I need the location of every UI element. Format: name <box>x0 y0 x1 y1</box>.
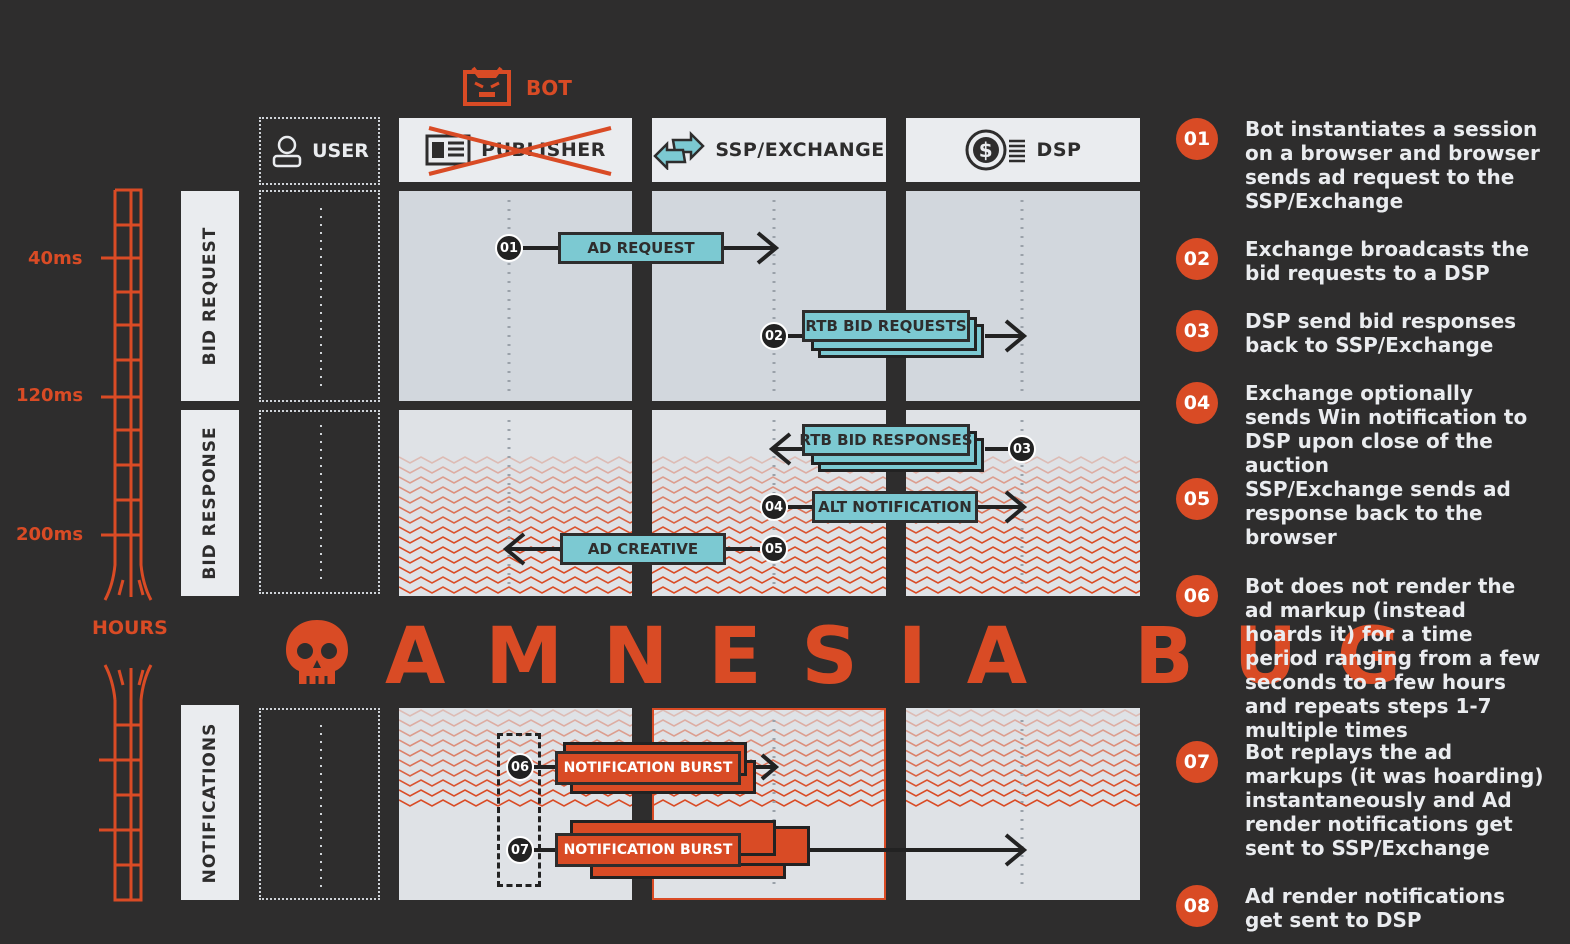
legend-text-01: Bot instantiates a session on a browser … <box>1245 117 1540 213</box>
dsp-lane-request <box>906 191 1140 401</box>
user-lane-response <box>259 410 380 594</box>
user-icon <box>272 135 302 168</box>
legend-text-04: Exchange optionally sends Win notificati… <box>1245 381 1528 477</box>
legend-text-08: Ad render notifications get sent to DSP <box>1245 884 1505 932</box>
legend-badge-01: 01 <box>1176 118 1218 160</box>
legend-text-07: Bot replays the ad markups (it was hoard… <box>1245 740 1544 860</box>
time-label-200ms: 200ms <box>16 524 84 545</box>
user-header: USER <box>259 117 380 185</box>
exchange-lane-request <box>652 191 886 401</box>
legend-text-02: Exchange broadcasts the bid requests to … <box>1245 237 1530 285</box>
step-badge-06: 06 <box>506 753 534 781</box>
phase-bid-response: BID RESPONSE <box>181 410 239 596</box>
step-badge-03: 03 <box>1008 435 1036 463</box>
amnesia-bug-title: AMNESIA BUG <box>385 612 1442 702</box>
rtb-bid-requests-label: RTB BID REQUESTS <box>802 310 970 342</box>
step-badge-04: 04 <box>760 493 788 521</box>
step-badge-01: 01 <box>495 234 523 262</box>
legend-badge-05: 05 <box>1176 478 1218 520</box>
step-badge-02: 02 <box>760 322 788 350</box>
time-label-120ms: 120ms <box>16 385 84 406</box>
dollar-coin-icon: $ <box>965 129 1025 171</box>
svg-text:$: $ <box>978 138 992 162</box>
bot-label: BOT <box>526 76 572 100</box>
dsp-header-label: DSP <box>1036 139 1082 161</box>
legend-text-06: Bot does not render the ad markup (inste… <box>1245 574 1541 742</box>
legend-badge-02: 02 <box>1176 238 1218 280</box>
exchange-header-label: SSP/EXCHANGE <box>715 139 885 161</box>
phase-notifications: NOTIFICATIONS <box>181 705 239 900</box>
exchange-header: SSP/EXCHANGE <box>652 118 886 182</box>
legend-badge-06: 06 <box>1176 575 1218 617</box>
step-badge-07: 07 <box>506 836 534 864</box>
legend-badge-07: 07 <box>1176 741 1218 783</box>
publisher-lane-response <box>399 410 632 596</box>
alt-notification-label: ALT NOTIFICATION <box>812 491 978 523</box>
time-label-40ms: 40ms <box>28 248 83 269</box>
cross-out-icon <box>428 126 612 176</box>
user-lane-notifications <box>259 708 380 900</box>
replay-bracket <box>497 733 541 887</box>
user-header-label: USER <box>312 140 369 162</box>
step-badge-05: 05 <box>760 535 788 563</box>
legend-text-05: SSP/Exchange sends ad response back to t… <box>1245 477 1511 549</box>
publisher-lane-request <box>399 191 632 401</box>
rtb-bid-responses-label: RTB BID RESPONSES <box>799 424 973 456</box>
notification-burst-07-label: NOTIFICATION BURST <box>555 833 741 867</box>
exchange-icon <box>653 130 706 170</box>
publisher-header-label: PUBLISHER <box>481 139 606 161</box>
skull-icon <box>286 620 348 684</box>
publisher-header: PUBLISHER <box>399 118 632 182</box>
timeline-ruler <box>99 188 153 902</box>
legend-badge-08: 08 <box>1176 885 1218 927</box>
dsp-header: $ DSP <box>906 118 1140 182</box>
ad-request-label: AD REQUEST <box>558 232 724 264</box>
time-label-hours: HOURS <box>92 617 168 639</box>
notification-burst-06-label: NOTIFICATION BURST <box>555 751 741 785</box>
gutter-4 <box>886 700 906 820</box>
phase-bid-request: BID REQUEST <box>181 191 239 401</box>
legend-badge-04: 04 <box>1176 382 1218 424</box>
ad-creative-label: AD CREATIVE <box>560 533 726 565</box>
legend-badge-03: 03 <box>1176 310 1218 352</box>
legend-text-03: DSP send bid responses back to SSP/Excha… <box>1245 309 1517 357</box>
user-lane-request <box>259 190 380 402</box>
publisher-icon <box>425 134 471 166</box>
bot-icon <box>463 66 511 106</box>
